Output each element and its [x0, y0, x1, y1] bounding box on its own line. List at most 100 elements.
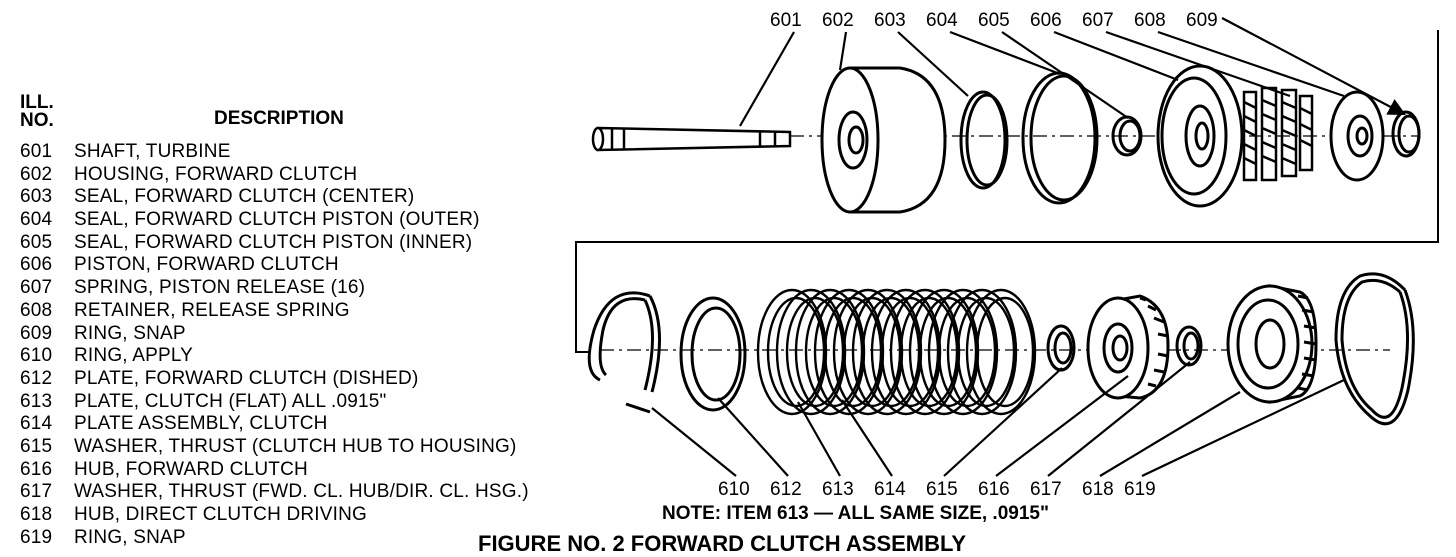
- callout-614: 614: [874, 479, 906, 500]
- leader-615: [943, 367, 1063, 477]
- legend-part-number: 615: [20, 435, 53, 457]
- legend-part-description: SPRING, PISTON RELEASE (16): [74, 277, 366, 299]
- legend-row-608: 608 RETAINER, RELEASE SPRING: [20, 300, 529, 323]
- part-609-snap-ring: [1391, 110, 1421, 158]
- leader-619: [1141, 379, 1345, 477]
- leader-610: [651, 407, 737, 477]
- callout-613: 613: [822, 479, 854, 500]
- part-602-housing: [820, 66, 947, 214]
- legend-part-number: 617: [20, 481, 53, 503]
- part-618-hub: [1226, 284, 1318, 404]
- callout-606: 606: [1030, 10, 1062, 31]
- leader-lines: [651, 17, 1406, 477]
- legend-part-number: 605: [20, 231, 53, 253]
- callout-612: 612: [770, 479, 802, 500]
- leader-616: [995, 375, 1129, 477]
- legend-part-description: WASHER, THRUST (CLUTCH HUB TO HOUSING): [74, 435, 517, 457]
- callout-616: 616: [978, 479, 1010, 500]
- legend-part-description: SEAL, FORWARD CLUTCH (CENTER): [74, 186, 415, 208]
- callout-607: 607: [1082, 10, 1114, 31]
- legend-part-description: SEAL, FORWARD CLUTCH PISTON (INNER): [74, 231, 473, 253]
- leader-603: [897, 31, 969, 97]
- header-no: NO.: [20, 110, 54, 131]
- part-603-seal: [959, 90, 1009, 190]
- callout-603: 603: [874, 10, 906, 31]
- legend-row-604: 604 SEAL, FORWARD CLUTCH PISTON (OUTER): [20, 209, 529, 232]
- callout-617: 617: [1030, 479, 1062, 500]
- legend-part-number: 604: [20, 209, 53, 231]
- legend-part-description: RING, SNAP: [74, 322, 186, 344]
- leader-605: [1001, 31, 1129, 119]
- legend-row-615: 615 WASHER, THRUST (CLUTCH HUB TO HOUSING…: [20, 436, 529, 459]
- leader-612: [717, 397, 789, 477]
- legend-row-606: 606 PISTON, FORWARD CLUTCH: [20, 254, 529, 277]
- legend-part-number: 612: [20, 367, 53, 389]
- part-606-piston: [1156, 64, 1244, 208]
- leader-602: [838, 31, 848, 71]
- legend-part-number: 613: [20, 390, 53, 412]
- leader-613: [797, 401, 841, 477]
- figure-caption: FIGURE NO. 2 FORWARD CLUTCH ASSEMBLY: [478, 531, 967, 556]
- callout-604: 604: [926, 10, 958, 31]
- legend-part-description: PLATE ASSEMBLY, CLUTCH: [74, 413, 328, 435]
- legend-part-number: 608: [20, 299, 53, 321]
- callout-601: 601: [770, 10, 802, 31]
- leader-609: [1221, 17, 1406, 116]
- legend-part-number: 610: [20, 345, 53, 367]
- part-615-washer: [1046, 324, 1076, 372]
- leader-606: [1053, 30, 1179, 82]
- leader-618: [1099, 391, 1241, 477]
- callout-615: 615: [926, 479, 958, 500]
- legend-part-description: HUB, DIRECT CLUTCH DRIVING: [74, 504, 368, 525]
- callout-609: 609: [1186, 10, 1218, 31]
- leader-607: [1105, 30, 1291, 98]
- part-607-springs: [1242, 86, 1314, 182]
- note-text: NOTE: ITEM 613 — ALL SAME SIZE, .0915": [662, 503, 1049, 524]
- legend-part-description: PLATE, CLUTCH (FLAT) ALL .0915": [74, 390, 387, 412]
- part-617-washer: [1175, 325, 1203, 367]
- part-612-dished-plate: [679, 296, 747, 412]
- legend-part-description: SEAL, FORWARD CLUTCH PISTON (OUTER): [74, 209, 480, 231]
- leader-617: [1047, 361, 1191, 477]
- callout-618: 618: [1082, 479, 1114, 500]
- legend-part-description: SHAFT, TURBINE: [74, 141, 231, 162]
- legend-part-description: WASHER, THRUST (FWD. CL. HUB/DIR. CL. HS…: [74, 481, 529, 503]
- callout-602: 602: [822, 10, 854, 31]
- legend-part-description: RING, APPLY: [74, 345, 194, 367]
- part-608-retainer: [1329, 90, 1385, 182]
- part-619-snap-ring: [1334, 272, 1415, 426]
- callout-610: 610: [718, 479, 750, 500]
- leader-608: [1157, 30, 1345, 98]
- callout-605: 605: [978, 10, 1010, 31]
- leader-604: [949, 30, 1061, 76]
- legend-row-610: 610 RING, APPLY: [20, 345, 529, 368]
- row-connector-line: [575, 30, 1439, 353]
- part-610-apply-ring: [587, 291, 662, 414]
- part-601-shaft: [591, 126, 792, 152]
- legend-part-number: 616: [20, 458, 53, 480]
- legend-part-number: 618: [20, 504, 53, 525]
- legend-part-number: 606: [20, 254, 53, 276]
- legend-row-617: 617 WASHER, THRUST (FWD. CL. HUB/DIR. CL.…: [20, 481, 529, 504]
- legend-part-description: HOUSING, FORWARD CLUTCH: [74, 163, 358, 185]
- legend-row-605: 605 SEAL, FORWARD CLUTCH PISTON (INNER): [20, 232, 529, 255]
- leader-601: [739, 31, 795, 127]
- callout-619: 619: [1124, 479, 1156, 500]
- legend-part-description: RETAINER, RELEASE SPRING: [74, 299, 350, 321]
- legend-part-number: 607: [20, 277, 53, 299]
- legend-part-description: PISTON, FORWARD CLUTCH: [74, 254, 339, 276]
- part-613-614-plate-pack: [756, 288, 1037, 416]
- header-ill: ILL.: [20, 92, 54, 113]
- legend-row-613: 613 PLATE, CLUTCH (FLAT) ALL .0915": [20, 391, 529, 414]
